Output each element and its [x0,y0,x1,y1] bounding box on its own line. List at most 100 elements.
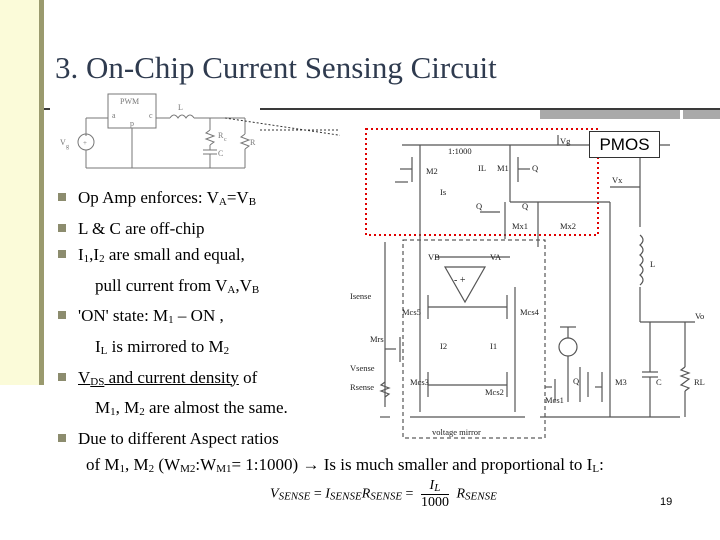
svg-text:- +: - + [454,275,466,286]
bullet-text: pull current from V [95,275,228,295]
bullet-text: :W [195,455,217,475]
bullet-text: of M [86,455,120,475]
bullet-marker [58,372,66,381]
formula-v: V [270,486,279,502]
m1-label: M1 [497,163,509,173]
bullet-item: 'ON' state: M1 – ON , [58,303,604,334]
bullet-text: Op Amp enforces: V [78,188,219,207]
bullet-text: of [238,367,258,387]
rc-label: R [218,131,224,140]
bullet-text: 2 [223,344,230,357]
rl-label: RL [694,377,705,387]
q-bar-label-2: Q [476,201,482,211]
pwm-label: PWM [120,97,139,106]
c-label: C [656,377,662,387]
bullet-text: (W [154,455,181,475]
bullet-marker [58,433,66,442]
bullet-text: Is is much smaller and proportional to I [319,455,593,475]
load-label: R [250,138,256,147]
i2-label: I2 [440,341,447,351]
bullet-text: 2 [139,406,145,419]
bullet-text: L & C are off-chip [78,218,205,238]
mcs4-label: Mcs4 [520,307,540,317]
formula-num-sub: L [434,482,441,494]
formula-num: I [429,478,435,493]
formula-i: I [325,486,330,502]
bullet-item: of M1, M2 (WM2:WM1= 1:1000) → Is is much… [58,452,604,483]
bullet-text: ,I [89,245,100,265]
inductor-label: L [178,103,183,112]
isense-label: Isense [350,291,371,301]
vo-label: Vo [695,311,704,321]
bullet-marker [58,193,66,201]
il-label: IL [478,163,486,173]
q-bar-label-1: Q [532,163,538,173]
bullet-text: L [592,463,600,476]
i1-label: I1 [490,341,497,351]
page-number: 19 [660,496,673,508]
bullet-text: are almost the same. [144,398,288,418]
bullet-text: is mirrored to M [107,336,224,356]
m2-label: M2 [426,166,438,176]
q-label: Q [522,201,528,211]
bullet-text: Due to different Aspect ratios [78,428,279,448]
formula-eq1: = [313,486,322,502]
bullet-item: pull current from VA,VB [58,273,604,304]
formula-eq2: = [405,486,414,502]
pwm-p-label: p [130,119,134,128]
bullet-text: are small and equal, [104,245,245,265]
current-sensing-circuit: 1:1000 Vg M2 IL M1 Q Is Vx Q Q Mx1 Mx2 V… [340,127,718,443]
bullet-text: 2 [148,463,155,476]
formula-den: 1000 [420,495,449,510]
formula-r2: R [456,486,466,502]
bullet-text: ,V [235,275,252,295]
bullet-text: A [218,196,227,208]
bullet-text: : [599,455,604,475]
bullet-text: =V [226,188,249,207]
pmos-label: PMOS [589,131,660,158]
formula-r2-sub: SENSE [465,490,497,503]
pwm-a-label: a [112,111,116,120]
pmos-highlight-box [365,128,599,236]
sense-formula: VSENSE = ISENSERSENSE = IL 1000 RSENSE [270,478,497,511]
formula-v-sub: SENSE [278,490,311,503]
mcs3-label: Mcs3 [410,377,429,387]
formula-r-sub: SENSE [370,490,403,503]
mcs2-label: Mcs2 [485,387,504,397]
left-accent-bar [0,0,39,385]
bullet-item: VDS and current density of [58,365,604,396]
left-accent-line [39,0,44,385]
bullet-item: I1,I2 are small and equal, [58,242,604,273]
bullet-text: – ON , [173,306,224,326]
bullet-text: L [100,344,108,357]
vg-sub: g [66,144,69,150]
rc-sub: c [224,137,227,143]
bullet-item: M1, M2 are almost the same. [58,395,604,426]
va-label: VA [490,252,502,262]
m3-label: M3 [615,377,627,387]
is-label: Is [440,187,446,197]
vg-label: Vg [560,136,571,146]
bullet-text: I [78,245,84,265]
bullet-text: M [95,398,111,418]
mx2-label: Mx2 [560,221,576,231]
bullet-marker [58,250,66,259]
voltage-mirror-label: voltage mirror [432,427,481,437]
bullet-text: = 1:1000) [231,455,303,475]
bullet-text: DS [90,375,105,388]
bullet-text: 1 [168,314,174,327]
title-rule-block [540,110,680,119]
slide-title: 3. On-Chip Current Sensing Circuit [55,50,497,85]
mcs5-label: Mcs5 [402,307,421,317]
bullet-text: 1 [83,253,90,266]
bullet-text: V [78,367,91,387]
formula-r: R [361,486,371,502]
mcs1-label: Mcs1 [545,395,564,405]
bullet-text: , M [115,398,140,418]
bullet-text: 1 [110,406,116,419]
rsense-label: Rsense [350,382,374,392]
vb-label: VB [428,252,440,262]
mx1-label: Mx1 [512,221,528,231]
bullet-text: M2 [180,463,196,476]
